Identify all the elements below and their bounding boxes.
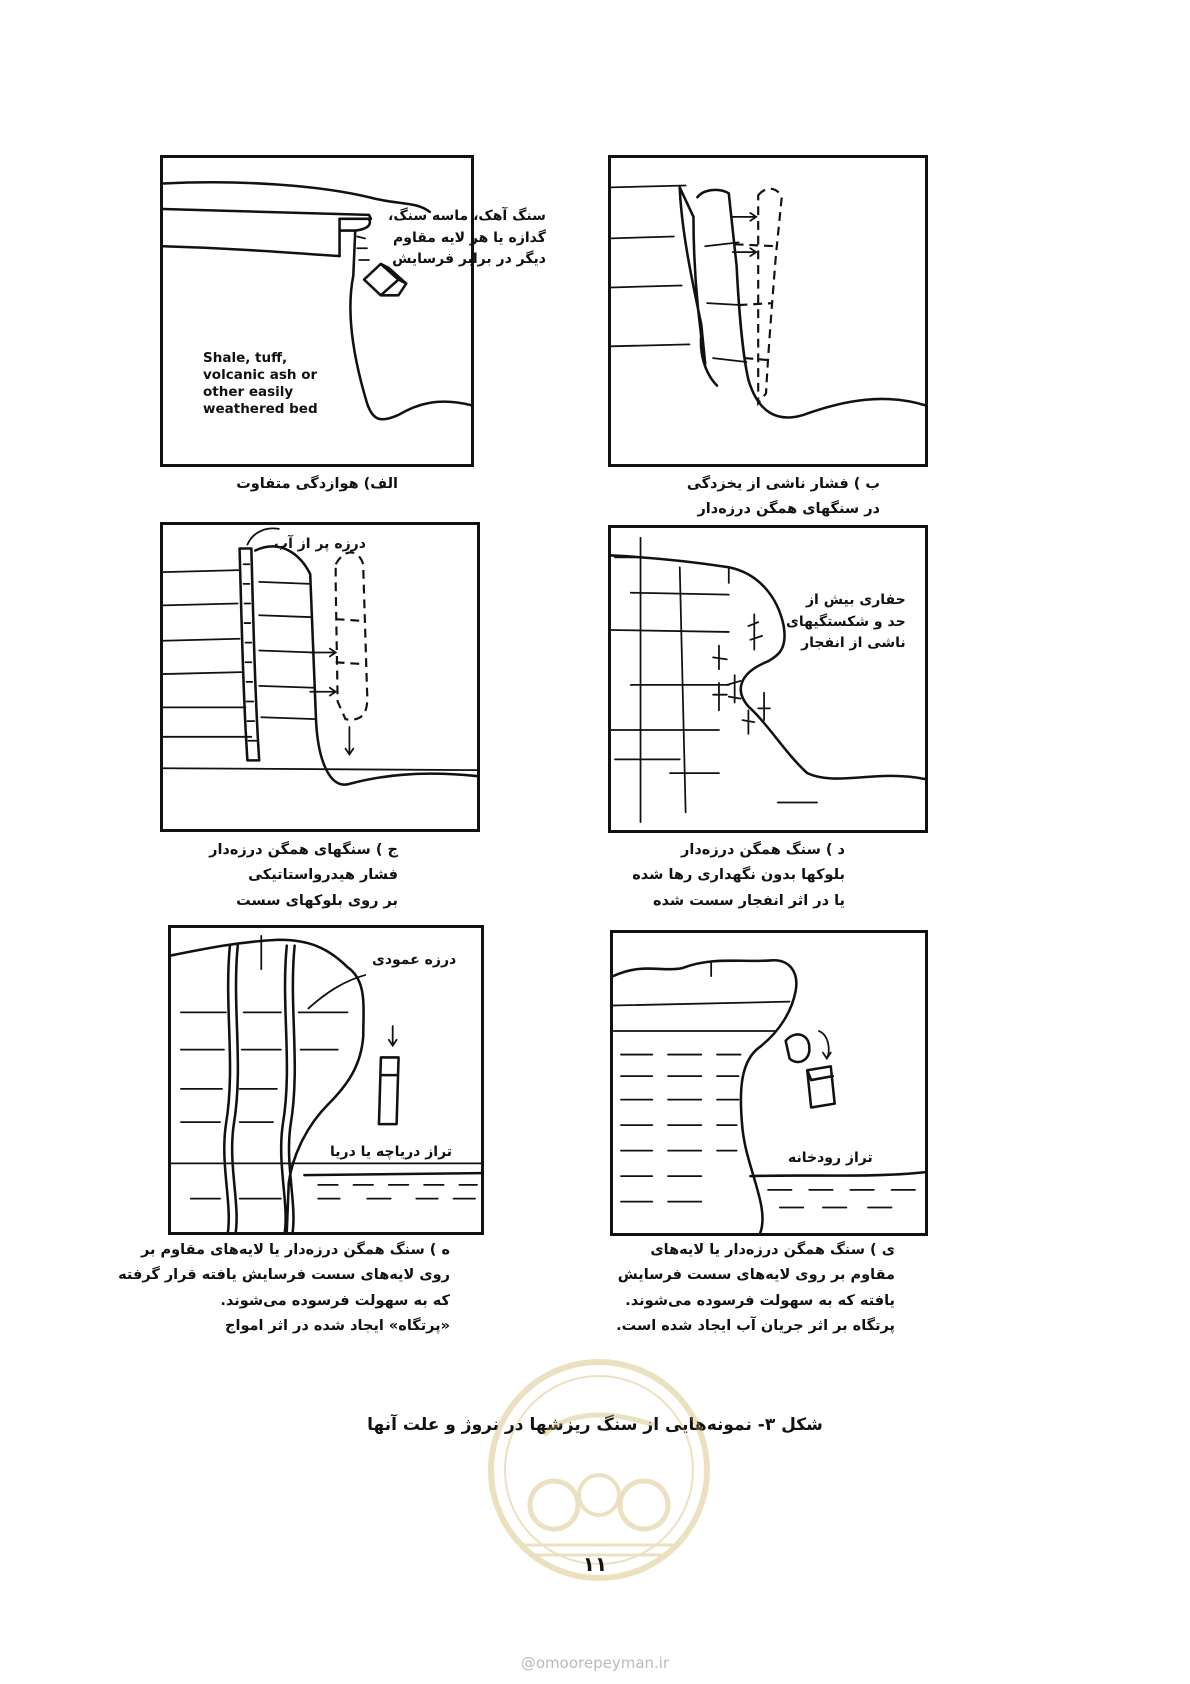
- he-water-level-label: تراز دریاچه یا دریا: [330, 1142, 452, 1164]
- he-vertical-joint-label: درزه عمودی: [372, 950, 456, 972]
- caption-ye-line-3: یافته که به سهولت فرسوده می‌شوند.: [625, 1292, 895, 1309]
- differential-weathering-sketch: [163, 181, 471, 421]
- panel-alef-diagram: [160, 155, 474, 467]
- caption-ye-line-2: مقاوم بر روی لایه‌های سست فرسایش: [617, 1267, 895, 1284]
- dal-overbreak-label: حفاری بیش از حد و شکستگیهای ناشی از انفج…: [786, 590, 906, 655]
- publisher-seal-logo: [488, 1359, 710, 1581]
- panel-jim-diagram: [160, 522, 480, 832]
- alef-weak-line-3: other easily: [203, 383, 294, 400]
- frost-pressure-sketch: [611, 184, 925, 419]
- alef-weak-line-2: volcanic ash or: [203, 366, 318, 383]
- caption-jim-line-3: بر روی بلوکهای سست: [236, 892, 398, 909]
- hydrostatic-pressure-sketch: [163, 527, 477, 786]
- river-cliff-sketch: [613, 959, 925, 1233]
- caption-dal-line-2: بلوکها بدون نگهداری رها شده: [632, 867, 845, 884]
- caption-dal: د ) سنگ همگن درزه‌دار بلوکها بدون نگهدار…: [632, 838, 845, 914]
- caption-ye: ی ) سنگ همگن درزه‌دار یا لایه‌های مقاوم …: [616, 1238, 895, 1340]
- page-number: ۱۱: [582, 1552, 608, 1576]
- caption-alef-line-1: الف) هوازدگی متفاوت: [236, 476, 398, 492]
- dal-label-line-1: حفاری بیش از: [806, 592, 906, 608]
- jim-label-line-1: درزه پر از آب: [274, 536, 366, 552]
- panel-be-diagram: [608, 155, 928, 467]
- figure-title: شکل ۳- نمونه‌هایی از سنگ ریزشها در نروژ …: [367, 1415, 823, 1435]
- he-joint-label-line-1: درزه عمودی: [372, 952, 457, 968]
- jim-water-joint-label: درزه پر از آب: [274, 534, 366, 556]
- alef-resistant-line-3: دیگر در برابر فرسایش: [392, 251, 546, 268]
- dal-label-line-3: ناشی از انفجار: [801, 635, 906, 652]
- panel-he-diagram: [168, 925, 484, 1235]
- caption-dal-line-3: یا در اثر انفجار سست شده: [652, 892, 845, 909]
- dal-label-line-2: حد و شکستگیهای: [786, 613, 906, 630]
- ye-river-level-label: تراز رودخانه: [788, 1148, 873, 1170]
- ye-level-label-line-1: تراز رودخانه: [788, 1150, 873, 1166]
- caption-be-line-2: در سنگهای همگن درزه‌دار: [697, 501, 880, 518]
- alef-weak-line-4: weathered bed: [203, 400, 318, 417]
- caption-be-line-1: ب ) فشار ناشی از یخزدگی: [686, 476, 880, 492]
- alef-resistant-line-1: سنگ آهک، ماسه سنگ،: [388, 208, 546, 224]
- alef-resistant-line-2: گدازه یا هر لایه مقاوم: [393, 229, 546, 246]
- alef-weak-line-1: Shale, tuff,: [203, 350, 288, 366]
- caption-he-line-4: «پرتگاه» ایجاد شده در اثر امواج: [225, 1318, 450, 1335]
- caption-jim: ج ) سنگهای همگن درزه‌دار فشار هیدرواستات…: [209, 838, 398, 914]
- watermark-text: @omoorepeyman.ir: [520, 1654, 670, 1672]
- caption-jim-line-2: فشار هیدرواستاتیکی: [248, 867, 398, 884]
- caption-jim-line-1: ج ) سنگهای همگن درزه‌دار: [209, 842, 398, 858]
- panel-ye-diagram: [610, 930, 928, 1236]
- caption-ye-line-4: پرتگاه بر اثر جریان آب ایجاد شده است.: [616, 1318, 895, 1335]
- caption-alef: الف) هوازدگی متفاوت: [236, 472, 398, 497]
- alef-weak-bed-label: Shale, tuff, volcanic ash or other easil…: [203, 350, 318, 418]
- caption-be: ب ) فشار ناشی از یخزدگی در سنگهای همگن د…: [687, 472, 880, 523]
- he-level-label-line-1: تراز دریاچه یا دریا: [330, 1144, 453, 1160]
- caption-he-line-3: که به سهولت فرسوده می‌شوند.: [220, 1292, 450, 1309]
- caption-he-line-2: روی لایه‌های سست فرسایش یافته قرار گرفته: [118, 1267, 450, 1284]
- panel-dal-diagram: [608, 525, 928, 833]
- wave-cliff-sketch: [171, 934, 481, 1232]
- caption-he: ه ) سنگ همگن درزه‌دار یا لایه‌های مقاوم …: [118, 1238, 450, 1340]
- caption-dal-line-1: د ) سنگ همگن درزه‌دار: [681, 842, 845, 858]
- blasting-overbreak-sketch: [611, 536, 925, 824]
- caption-he-line-1: ه ) سنگ همگن درزه‌دار یا لایه‌های مقاوم …: [141, 1242, 450, 1258]
- caption-ye-line-1: ی ) سنگ همگن درزه‌دار یا لایه‌های: [650, 1242, 895, 1258]
- alef-resistant-label: سنگ آهک، ماسه سنگ، گدازه یا هر لایه مقاو…: [388, 206, 546, 271]
